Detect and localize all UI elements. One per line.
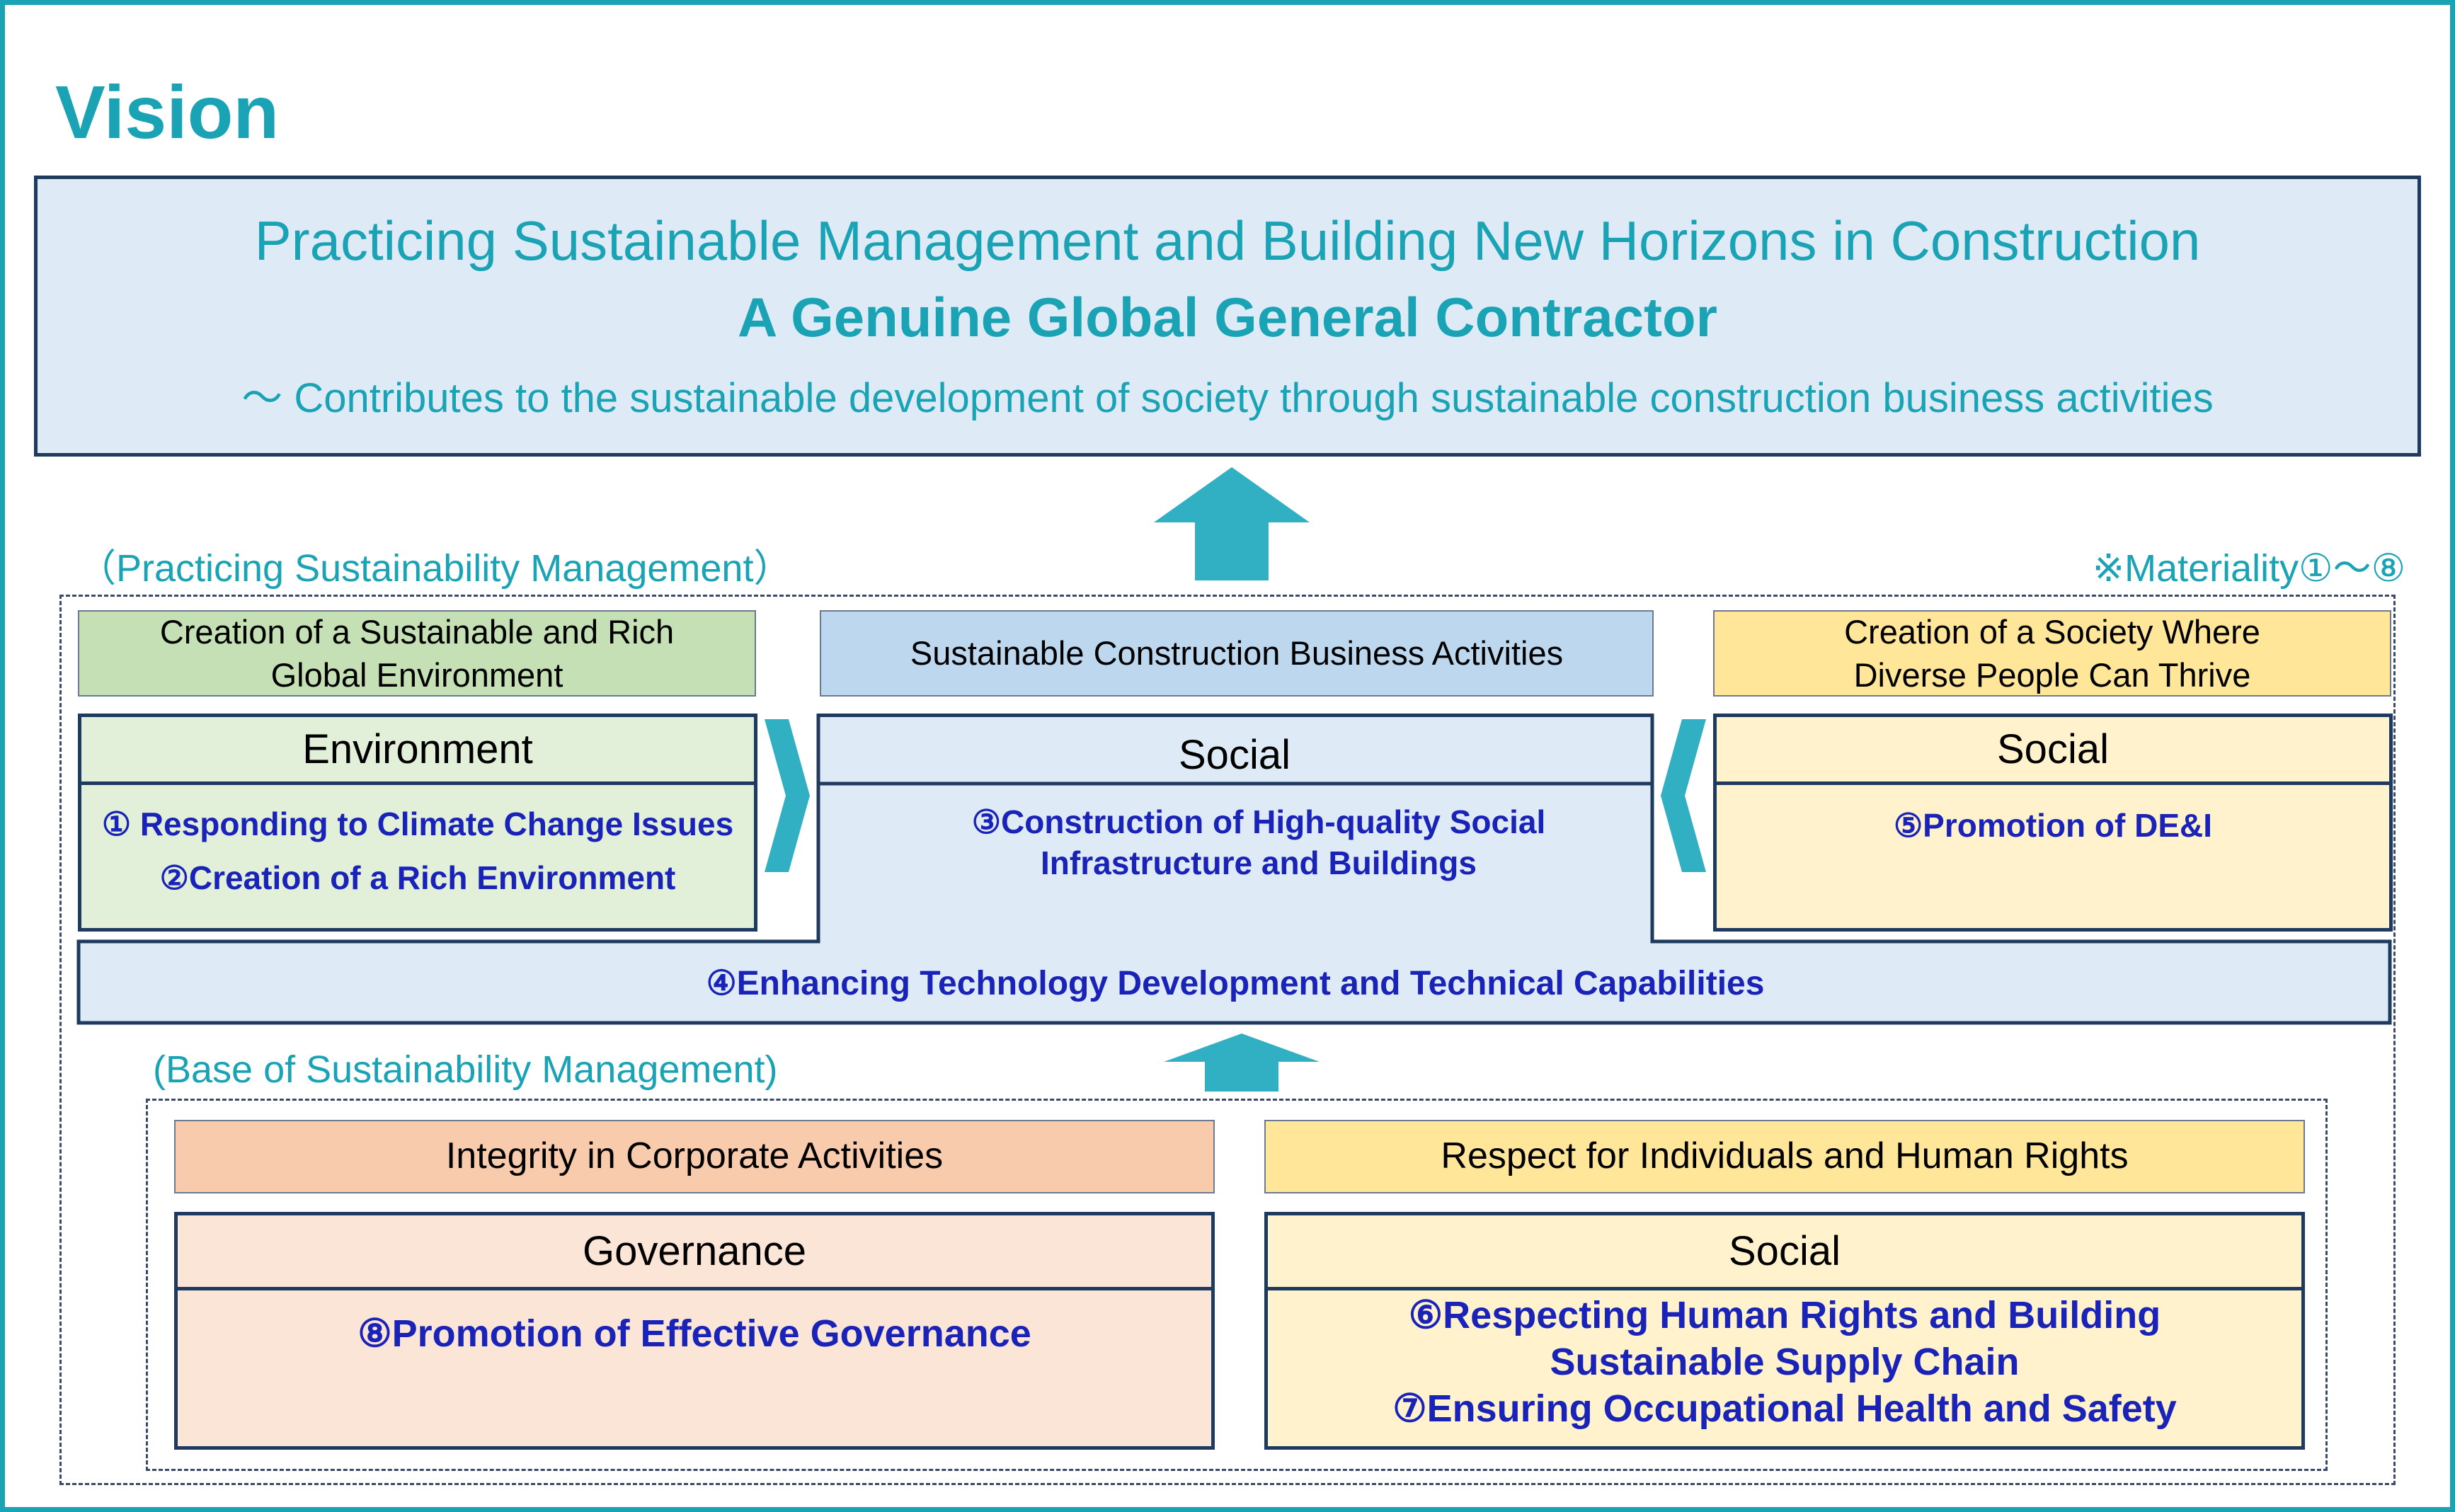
- governance-panel: Governance ⑧Promotion of Effective Gover…: [174, 1212, 1215, 1450]
- diversity-category: Social: [1717, 717, 2389, 785]
- vision-line-1: Practicing Sustainable Management and Bu…: [254, 210, 2201, 272]
- diversity-theme-line-1: Creation of a Society Where: [1844, 612, 2260, 651]
- materiality-note: ※Materiality①～⑧: [2092, 547, 2405, 590]
- human-rights-theme: Respect for Individuals and Human Rights: [1264, 1120, 2305, 1193]
- environment-panel: Environment ① Responding to Climate Chan…: [78, 714, 757, 932]
- practicing-region: [59, 595, 2396, 1485]
- diversity-panel: Social ⑤Promotion of DE&I: [1713, 714, 2393, 932]
- business-category: Social: [1179, 731, 1291, 778]
- business-panel-shape: [76, 714, 2392, 1025]
- business-theme: Sustainable Construction Business Activi…: [820, 610, 1654, 697]
- diversity-item-5: ⑤Promotion of DE&I: [1893, 807, 2213, 844]
- base-region: [146, 1099, 2328, 1471]
- right-arrow-icon: [765, 719, 810, 872]
- vision-line-3: ～ Contributes to the sustainable develop…: [241, 375, 2214, 421]
- practicing-section-label: （Practicing Sustainability Management）: [78, 547, 792, 590]
- governance-item-8: ⑧Promotion of Effective Governance: [357, 1312, 1031, 1355]
- business-item-3-line-2: Infrastructure and Buildings: [1041, 844, 1477, 881]
- human-rights-panel: Social ⑥Respecting Human Rights and Buil…: [1264, 1212, 2305, 1450]
- diversity-theme-line-2: Diverse People Can Thrive: [1853, 656, 2251, 694]
- business-item-3-line-1: ③Construction of High-quality Social: [971, 803, 1546, 840]
- up-arrow-icon: [1154, 467, 1310, 580]
- human-rights-item-7: ⑦Ensuring Occupational Health and Safety: [1392, 1387, 2177, 1430]
- up-arrow-small-icon: [1164, 1033, 1320, 1092]
- environment-category: Environment: [81, 717, 754, 785]
- human-rights-category: Social: [1268, 1215, 2301, 1290]
- technology-item-4: ④Enhancing Technology Development and Te…: [706, 965, 1765, 1002]
- left-arrow-icon: [1661, 719, 1706, 872]
- human-rights-item-6-line-2: Sustainable Supply Chain: [1550, 1341, 2020, 1383]
- human-rights-item-6-line-1: ⑥Respecting Human Rights and Building: [1408, 1294, 2161, 1336]
- environment-item-1: ① Responding to Climate Change Issues: [101, 806, 734, 842]
- environment-theme-line-2: Global Environment: [270, 656, 563, 694]
- governance-theme: Integrity in Corporate Activities: [174, 1120, 1215, 1193]
- governance-category: Governance: [178, 1215, 1211, 1290]
- vision-statement-box: Practicing Sustainable Management and Bu…: [34, 176, 2421, 457]
- vision-heading: Vision: [55, 71, 280, 154]
- environment-theme-line-1: Creation of a Sustainable and Rich: [159, 612, 675, 651]
- vision-line-2: A Genuine Global General Contractor: [737, 286, 1717, 348]
- environment-item-2: ②Creation of a Rich Environment: [159, 859, 676, 896]
- base-section-label: (Base of Sustainability Management): [153, 1048, 778, 1091]
